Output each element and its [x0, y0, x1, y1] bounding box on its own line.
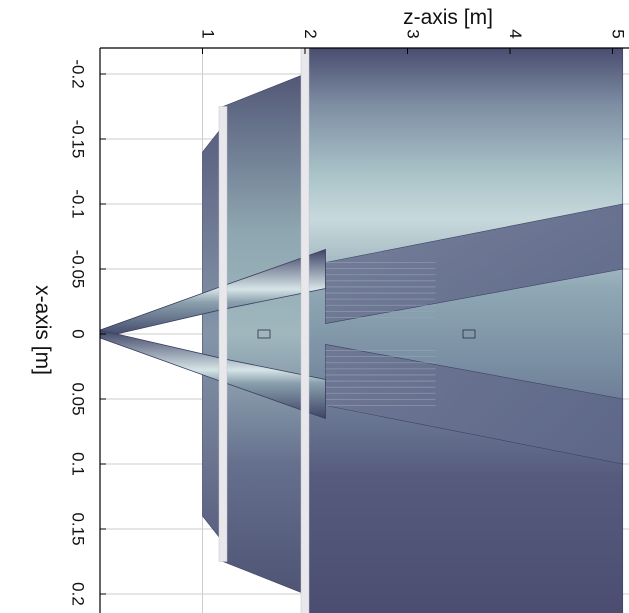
x-tick-label-5: 0.05 — [69, 382, 88, 415]
y-axis-title: x-axis [m] — [31, 285, 54, 375]
z-tick-label-1: 2 — [301, 29, 320, 38]
plate-1 — [300, 48, 310, 613]
x-tick-label-6: 0.1 — [69, 452, 88, 476]
cone-0 — [325, 203, 624, 324]
x-tick-label-0: -0.2 — [69, 59, 88, 88]
axis-ticks: 1 2 3 4 5 -0.2 -0.15 -0.1 -0.05 0 0.05 0.1 0.15 0.2 — [69, 29, 628, 606]
x-tick-label-1: -0.15 — [69, 120, 88, 159]
z-tick-label-4: 5 — [609, 29, 628, 38]
x-tick-label-4: 0 — [69, 329, 88, 338]
z-tick-label-0: 1 — [199, 29, 218, 38]
chamber-bodies — [100, 48, 624, 613]
x-tick-label-8: 0.2 — [69, 582, 88, 606]
x-axis-title: z-axis [m] — [403, 6, 493, 29]
x-tick-label-3: -0.05 — [69, 250, 88, 289]
plate-0 — [218, 106, 228, 562]
marker-0 — [257, 329, 271, 339]
chamber-1 — [222, 73, 306, 595]
z-tick-label-3: 4 — [506, 29, 525, 38]
plot-frame — [99, 47, 629, 613]
marker-1 — [462, 329, 476, 339]
cone-1 — [325, 344, 624, 465]
x-tick-label-2: -0.1 — [69, 189, 88, 218]
x-tick-label-7: 0.15 — [69, 512, 88, 545]
z-tick-label-2: 3 — [404, 29, 423, 38]
chamber-2 — [304, 48, 624, 613]
